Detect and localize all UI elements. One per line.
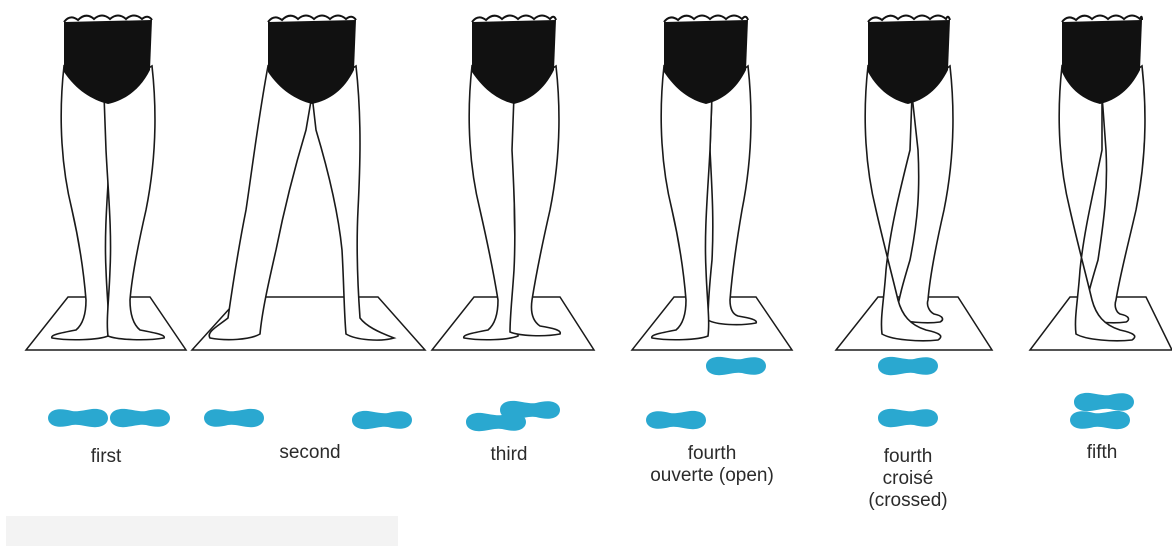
figure-first — [26, 16, 186, 428]
footprints-third — [466, 401, 560, 431]
label-fourth-crossed: fourth croisé (crossed) — [868, 446, 947, 512]
figure-fourth-open — [632, 16, 792, 430]
right-leg-back — [708, 66, 756, 325]
label-fourth-open: fourth ouverte (open) — [650, 443, 774, 487]
figure-third — [432, 16, 594, 432]
label-fourth-crossed-line-2: croisé — [868, 468, 947, 490]
footprints-first — [48, 409, 170, 427]
footprints-fourth-open — [646, 357, 766, 429]
footprints-second — [204, 409, 412, 429]
footprints-fifth — [1070, 393, 1134, 429]
label-fourth-crossed-line-1: fourth — [868, 446, 947, 468]
blank-caption-box — [6, 516, 398, 546]
label-first: first — [91, 446, 122, 468]
label-third: third — [491, 444, 528, 466]
label-fourth-crossed-line-3: (crossed) — [868, 490, 947, 512]
footprints-fourth-crossed — [878, 357, 938, 427]
figure-second — [192, 16, 425, 430]
figure-fifth — [1030, 16, 1172, 430]
figure-fourth-crossed — [836, 16, 992, 428]
label-fourth-open-line-1: fourth — [650, 443, 774, 465]
right-leg — [510, 66, 560, 336]
label-second: second — [279, 442, 340, 464]
label-fourth-open-line-2: ouverte (open) — [650, 465, 774, 487]
label-fifth: fifth — [1087, 442, 1118, 464]
